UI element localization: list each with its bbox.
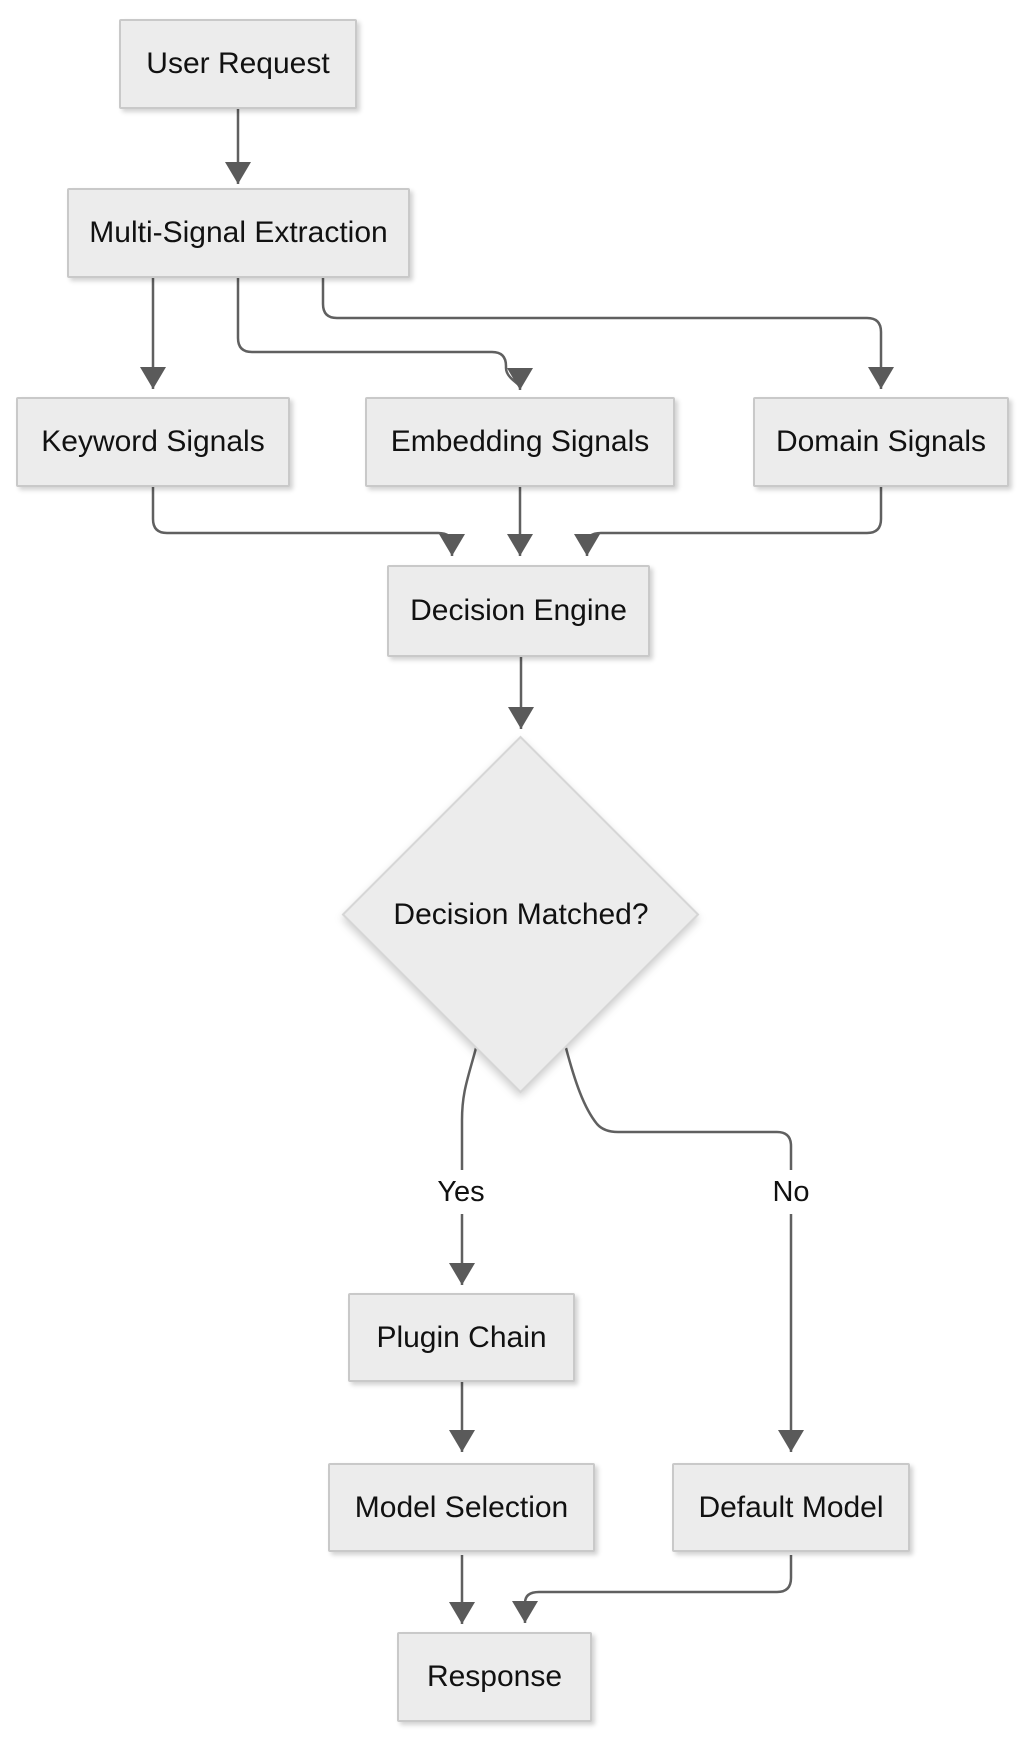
node-multi-signal-extraction-label: Multi-Signal Extraction xyxy=(89,216,388,249)
node-default-model: Default Model xyxy=(672,1463,910,1552)
node-user-request: User Request xyxy=(119,19,357,109)
node-plugin-chain: Plugin Chain xyxy=(348,1293,575,1382)
edge-label-yes: Yes xyxy=(411,1170,511,1214)
edge-multi-signal-extraction-to-embedding-signals xyxy=(236,278,533,390)
node-multi-signal-extraction: Multi-Signal Extraction xyxy=(67,188,410,278)
node-response-label: Response xyxy=(426,1660,563,1693)
node-plugin-chain-label: Plugin Chain xyxy=(376,1320,547,1354)
node-decision-engine-label: Decision Engine xyxy=(410,594,627,627)
edge-label-yes-text: Yes xyxy=(437,1175,485,1208)
edge-default-model-to-response xyxy=(512,1555,793,1623)
node-domain-signals: Domain Signals xyxy=(753,397,1009,487)
node-user-request-label: User Request xyxy=(146,47,330,80)
edge-label-no: No xyxy=(741,1170,841,1214)
edge-decision-matched-to-default-model-no xyxy=(564,1047,804,1452)
node-keyword-signals-label: Keyword Signals xyxy=(41,425,265,458)
edge-label-no-text: No xyxy=(772,1175,810,1208)
node-domain-signals-label: Domain Signals xyxy=(775,425,987,458)
node-decision-matched-label: Decision Matched? xyxy=(393,898,649,931)
node-model-selection: Model Selection xyxy=(328,1463,595,1552)
edge-multi-signal-extraction-to-domain-signals xyxy=(321,278,894,389)
node-model-selection-label: Model Selection xyxy=(354,1490,569,1524)
node-embedding-signals-label: Embedding Signals xyxy=(390,425,650,458)
edge-decision-matched-to-plugin-chain-yes xyxy=(449,1047,478,1285)
node-embedding-signals: Embedding Signals xyxy=(365,397,675,487)
edge-keyword-signals-to-decision-engine xyxy=(151,487,465,556)
node-decision-matched: Decision Matched? xyxy=(381,894,661,936)
node-decision-engine: Decision Engine xyxy=(387,565,650,657)
node-default-model-label: Default Model xyxy=(698,1490,884,1524)
node-keyword-signals: Keyword Signals xyxy=(16,397,290,487)
edge-domain-signals-to-decision-engine xyxy=(574,487,883,556)
node-response: Response xyxy=(397,1632,592,1722)
